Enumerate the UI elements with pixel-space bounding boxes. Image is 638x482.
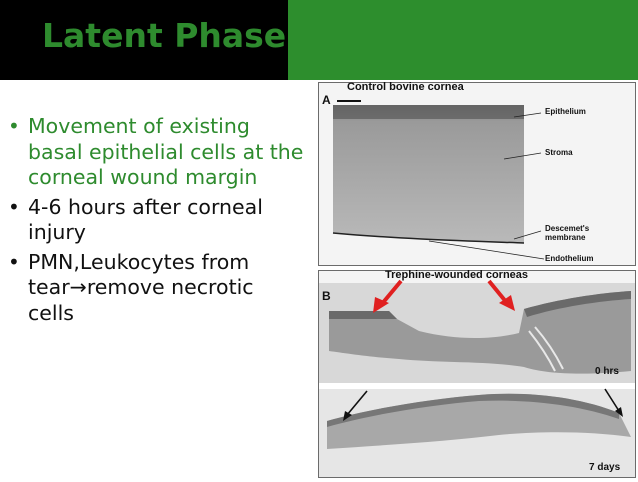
label-descemets-2: membrane [545,233,586,242]
zero-hrs-epithelium-right [524,291,631,317]
zero-hrs-fold [528,330,556,372]
stroma-tissue [333,105,524,243]
bullet-item: • PMN,Leukocytes from tear→remove necrot… [8,250,304,327]
epithelium-layer [333,105,524,119]
bullet-dot-icon: • [8,114,20,138]
red-arrow-right-icon [487,279,515,311]
zero-hrs-tissue [329,291,631,374]
control-cornea-micrograph [332,100,545,260]
bullet-text: PMN,Leukocytes from tear→remove necrotic… [28,249,254,325]
slide-title: Latent Phase [42,16,287,55]
black-arrow-right-icon [604,388,623,417]
cornea-figure: A Control bovine cornea Epithelium Strom… [314,80,638,478]
red-arrow-left-icon [373,279,403,313]
zero-hrs-epithelium-left [329,311,397,319]
title-bar: Latent Phase [0,0,288,80]
panel-divider [319,383,635,389]
pointer-epithelium [513,112,542,118]
bullet-item: • 4-6 hours after corneal injury [8,195,304,246]
bullet-dot-icon: • [8,249,20,274]
bullet-item: • Movement of existing basal epithelial … [8,114,304,191]
pointer-descemets [513,230,542,240]
label-epithelium: Epithelium [545,107,586,116]
panel-b-title: Trephine-wounded corneas [385,269,529,281]
time-label-zero-hrs: 0 hrs [595,366,619,377]
label-descemets-1: Descemet's [545,224,590,233]
panel-b-wounded-corneas: B Trephine-wounded corneas 0 hrs 7 days [318,269,636,478]
label-endothelium: Endothelium [545,254,594,263]
endothelium-edge [332,232,525,244]
panel-a-control-cornea: A Control bovine cornea Epithelium Strom… [318,81,636,266]
black-arrow-left-icon [343,390,368,421]
pointer-endothelium [428,240,545,260]
bullet-dot-icon: • [8,194,20,219]
time-label-seven-days: 7 days [589,462,621,473]
header-band [288,0,638,80]
wounded-cornea-micrographs [319,279,635,477]
bullet-text: 4-6 hours after corneal injury [28,194,263,245]
bullet-list: • Movement of existing basal epithelial … [8,114,304,330]
panel-a-letter: A [322,93,331,107]
panel-b-letter: B [322,289,331,303]
pointer-stroma [503,152,542,160]
label-stroma: Stroma [545,148,573,157]
zero-hrs-fold [534,326,564,370]
bullet-text: Movement of existing basal epithelial ce… [28,114,304,189]
seven-days-epithelium [327,393,619,427]
panel-a-title: Control bovine cornea [347,81,464,93]
